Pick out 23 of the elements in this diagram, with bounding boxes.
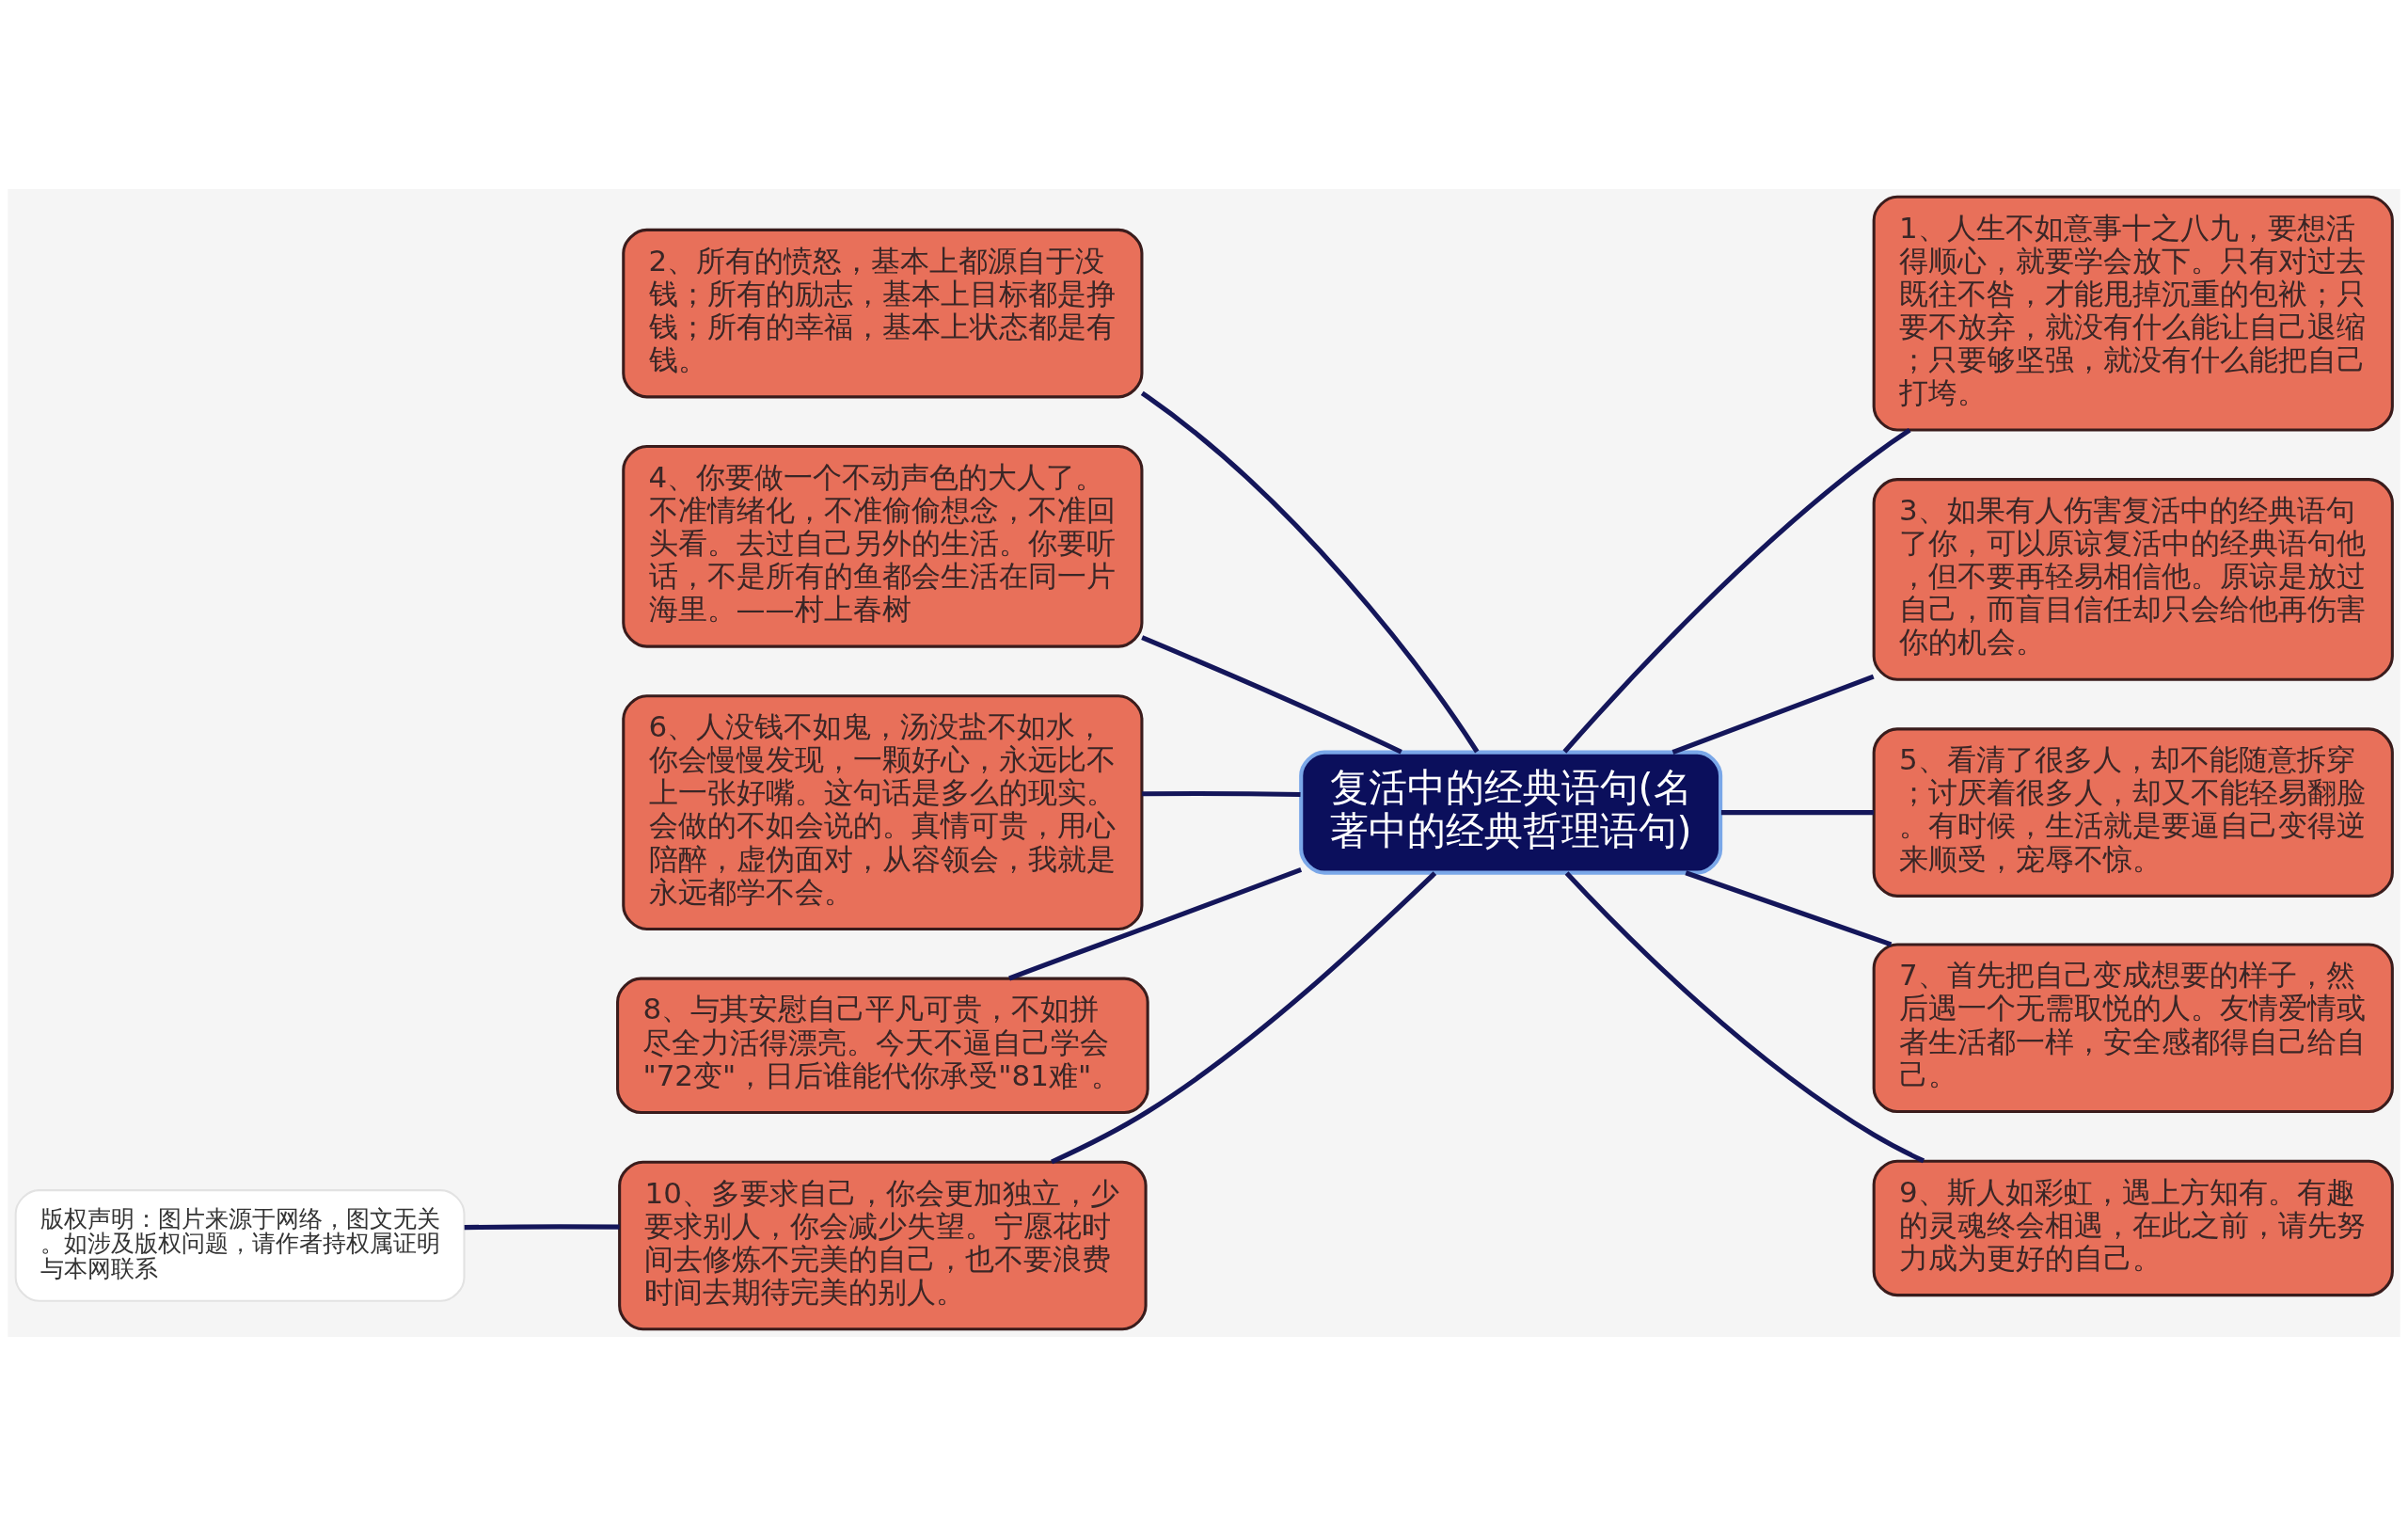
connector	[1051, 871, 1437, 1165]
node-box: 9、斯人如彩虹，遇上方知有。有趣的灵魂终会相遇，在此之前，请先努力成为更好的自己。	[1872, 1159, 2394, 1297]
connector	[1685, 870, 1893, 947]
connector	[1141, 635, 1402, 755]
node-box: 复活中的经典语句(名著中的经典哲理语句)	[1299, 750, 1723, 875]
connector	[464, 1224, 620, 1231]
node-box: 8、与其安慰自己平凡可贵，不如拼尽全力活得漂亮。今天不逼自己学会"72变"，日后谁能代你承受"81难"。	[616, 977, 1149, 1115]
node-box: 6、人没钱不如鬼，汤没盐不如水，你会慢慢发现，一颗好心，永远比不上一张好嘴。这句话是多么的现实。会做的不如会说的。真情可贵，用心陪醉，虚伪面对，从容领会，我就是永远都学不会。	[622, 694, 1144, 931]
node-box: 版权声明：图片来源于网络，图文无关。如涉及版权问题，请作者持权属证明与本网联系	[14, 1189, 466, 1302]
connector	[1564, 871, 1925, 1164]
node-box: 2、所有的愤怒，基本上都源自于没钱；所有的励志，基本上目标都是挣钱；所有的幸福，基本上状态都是有钱。	[622, 228, 1144, 399]
node-box: 3、如果有人伤害复活中的经典语句了你，可以原谅复活中的经典语句他，但不要再轻易相信他。原谅是放过自己，而盲目信任却只会给他再伤害你的机会。	[1872, 478, 2394, 681]
connector	[1562, 428, 1911, 754]
node-box: 10、多要求自己，你会更加独立，少要求别人，你会减少失望。宁愿花时间去修炼不完美的自己，也不要浪费时间去期待完美的别人。	[618, 1160, 1148, 1331]
node-box: 1、人生不如意事十之八九，要想活得顺心，就要学会放下。只有对过去既往不咎，才能甩掉沉重的包袱；只要不放弃，就没有什么能让自己退缩；只要够坚强，就没有什么能把自己打垮。	[1872, 195, 2394, 432]
node-box: 7、首先把自己变成想要的样子，然后遇一个无需取悦的人。友情爱情或者生活都一样，安全感都得自己给自己。	[1872, 943, 2394, 1114]
connector	[1140, 390, 1480, 754]
node-box: 4、你要做一个不动声色的大人了。不准情绪化，不准偷偷想念，不准回头看。去过自己另外的生活。你要听话，不是所有的鱼都会生活在同一片海里。——村上春树	[622, 444, 1144, 648]
connector	[1142, 790, 1301, 798]
connector	[1008, 866, 1303, 981]
connector	[1720, 810, 1874, 816]
node-box: 5、看清了很多人，却不能随意拆穿；讨厌着很多人，却又不能轻易翻脸。有时候，生活就是要逼自己变得逆来顺受，宠辱不惊。	[1872, 727, 2394, 898]
connector	[1671, 674, 1875, 755]
